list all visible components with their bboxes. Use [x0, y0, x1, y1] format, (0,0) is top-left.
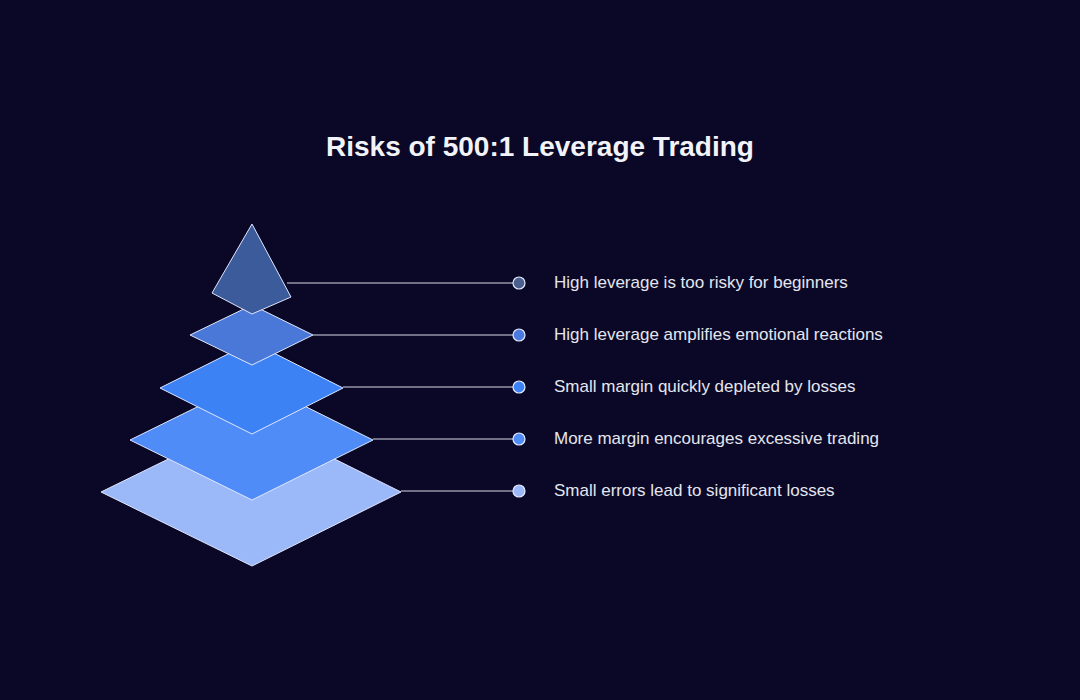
leader-line [287, 282, 513, 283]
leader-dot [513, 277, 525, 289]
risk-label: High leverage is too risky for beginners [554, 272, 848, 294]
leader-line [373, 438, 513, 439]
diagram-title: Risks of 500:1 Leverage Trading [326, 130, 754, 164]
leader-dot [513, 329, 525, 341]
risk-label: More margin encourages excessive trading [554, 428, 879, 450]
leader-dot [513, 381, 525, 393]
risk-label: Small margin quickly depleted by losses [554, 376, 855, 398]
risk-label: High leverage amplifies emotional reacti… [554, 324, 883, 346]
pyramid-apex [212, 224, 291, 314]
leader-line [313, 334, 513, 335]
leader-dot [513, 485, 525, 497]
leader-line [343, 386, 513, 387]
leader-line [401, 490, 513, 491]
leader-dot [513, 433, 525, 445]
risk-label: Small errors lead to significant losses [554, 480, 835, 502]
